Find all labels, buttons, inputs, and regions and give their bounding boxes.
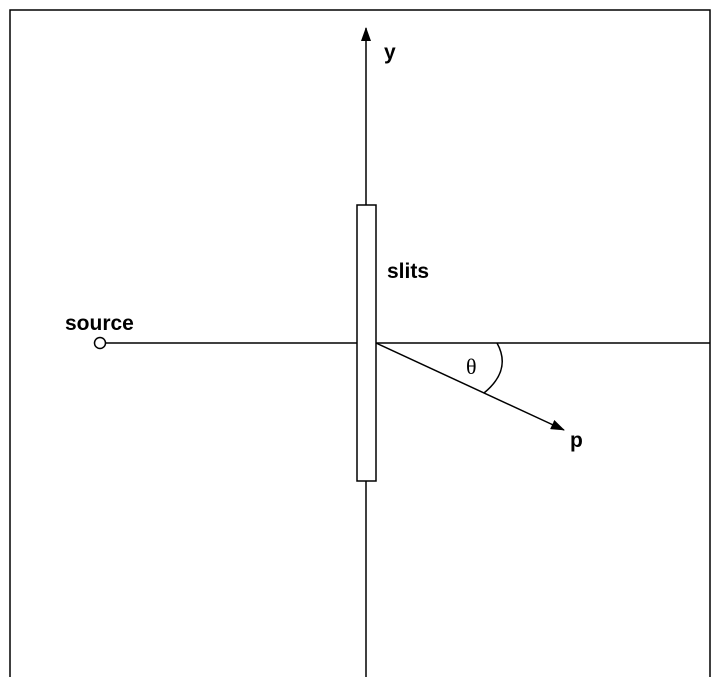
slits-barrier [356,204,377,482]
source-point [93,336,107,350]
source-label: source [65,312,134,335]
p-label: p [570,429,583,452]
theta-label: θ [466,354,477,379]
angle-arc [483,342,503,394]
slits-label: slits [387,260,429,283]
direction-vector-p [375,342,565,431]
y-axis-label: y [384,41,396,64]
